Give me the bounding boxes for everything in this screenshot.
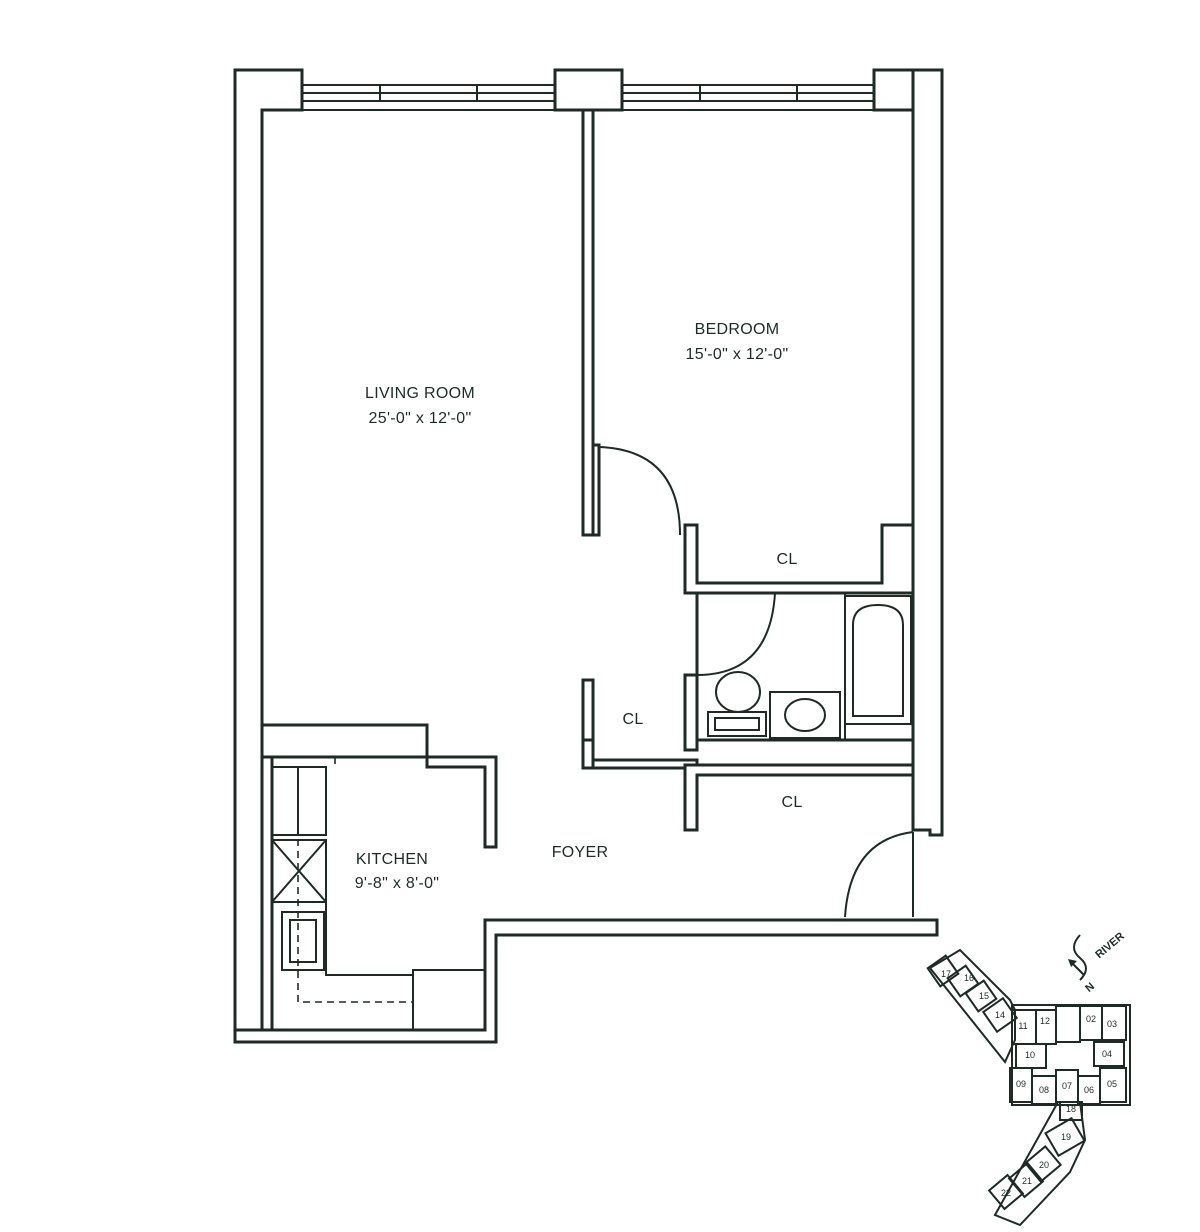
foyer-label: FOYER <box>552 844 609 861</box>
unit-03-label: 03 <box>1107 1019 1117 1029</box>
north-arrow-icon <box>1068 959 1085 976</box>
north-label: N <box>1083 981 1097 995</box>
river-icon <box>1073 934 1087 981</box>
closet-foyer-label: CL <box>781 794 802 811</box>
unit-07-label: 07 <box>1062 1081 1072 1091</box>
key-plan: 17 16 15 14 11 12 01 02 03 10 04 09 08 0… <box>926 948 1131 1227</box>
unit-12-label: 12 <box>1040 1016 1050 1026</box>
unit-16-label: 16 <box>964 973 974 983</box>
interior-walls <box>260 108 915 1032</box>
unit-15-label: 15 <box>979 991 989 1001</box>
kitchen-name: KITCHEN <box>356 851 428 868</box>
unit-21-label: 21 <box>1022 1176 1032 1186</box>
closet-hall-label: CL <box>622 711 643 728</box>
door-swings <box>598 446 914 918</box>
unit-11-label: 11 <box>1018 1021 1027 1031</box>
river-label: RIVER <box>1093 930 1127 961</box>
kitchen-dims: 9'-8" x 8'-0" <box>355 875 440 892</box>
unit-18-label: 18 <box>1066 1104 1076 1114</box>
unit-17-label: 17 <box>941 969 951 979</box>
unit-10-label: 10 <box>1025 1050 1035 1060</box>
room-labels: LIVING ROOM 25'-0" x 12'-0" BEDROOM 15'-… <box>355 321 802 892</box>
bathroom-fixtures <box>707 595 912 739</box>
unit-06-label: 06 <box>1084 1085 1094 1095</box>
exterior-walls <box>233 68 944 1044</box>
unit-08-label: 08 <box>1039 1085 1049 1095</box>
living-room-name: LIVING ROOM <box>365 385 475 402</box>
unit-09-label: 09 <box>1016 1079 1026 1089</box>
unit-22-label: 22 <box>1001 1188 1011 1198</box>
unit-05-label: 05 <box>1107 1079 1117 1089</box>
living-room-dims: 25'-0" x 12'-0" <box>369 410 472 427</box>
bedroom-name: BEDROOM <box>695 321 780 338</box>
bedroom-dims: 15'-0" x 12'-0" <box>686 346 789 363</box>
unit-02-label: 02 <box>1086 1014 1096 1024</box>
compass: RIVER N <box>1068 930 1127 995</box>
unit-14-label: 14 <box>995 1010 1005 1020</box>
closet-bedroom-label: CL <box>776 551 797 568</box>
kitchen-fixtures <box>271 756 486 1031</box>
unit-04-label: 04 <box>1102 1049 1112 1059</box>
unit-01-label: 01 <box>1063 1017 1073 1027</box>
unit-20-label: 20 <box>1039 1160 1049 1170</box>
unit-19-label: 19 <box>1061 1132 1071 1142</box>
windows <box>301 84 875 102</box>
